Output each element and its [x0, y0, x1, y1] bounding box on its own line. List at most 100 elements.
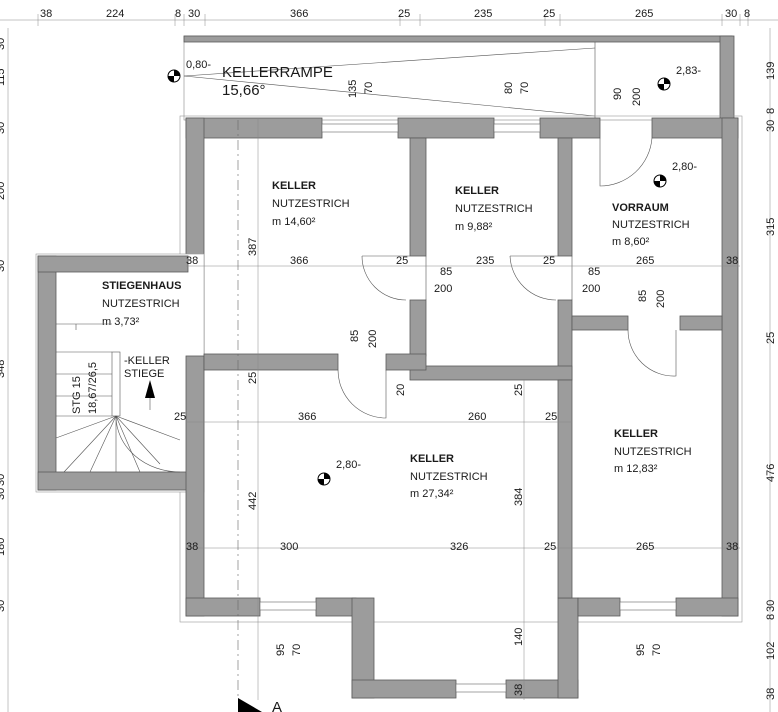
dim-text: 366: [298, 411, 316, 423]
dim-text: 235: [476, 255, 494, 267]
ramp-slope: 15,66°: [222, 82, 266, 99]
dim-text: 366: [290, 8, 308, 20]
dim-text: 200: [631, 88, 643, 106]
level-text: 0,80-: [186, 59, 211, 71]
dim-text: 8: [175, 8, 181, 20]
room-area: m 9,88²: [455, 221, 493, 233]
dim-text: 315: [765, 218, 777, 236]
room-keller-4: KELLER NUTZESTRICH m 12,83²: [614, 428, 692, 475]
dim-text: 95: [275, 644, 287, 656]
dim-text: 139: [765, 62, 777, 80]
stair-ratio: 18,67/26,5: [87, 362, 99, 414]
room-finish: NUTZESTRICH: [410, 471, 488, 483]
level-marker-icon: [317, 472, 331, 486]
dim-text: 224: [106, 8, 124, 20]
room-area: m 3,73²: [102, 316, 140, 328]
dim-text: 38: [513, 684, 525, 696]
doors: [337, 137, 677, 419]
room-name: KELLER: [410, 453, 454, 465]
dim-text: 8: [765, 108, 777, 114]
room-name: VORRAUM: [612, 202, 669, 214]
dim-text: 38: [726, 255, 738, 267]
dim-text: 25: [543, 8, 555, 20]
dim-text: 476: [765, 464, 777, 482]
room-area: m 8,60²: [612, 236, 650, 248]
dim-text: 30: [0, 600, 7, 612]
room-finish: NUTZESTRICH: [272, 198, 350, 210]
right-dimensions: 139 30 8 315 25 476 8 30 102 38: [765, 62, 777, 700]
dim-text: 38: [726, 541, 738, 553]
top-dimensions: 38 224 8 30 366 25 235 25 265 30 8: [40, 8, 750, 20]
keller-ramp: KELLERRAMPE 15,66° 0,80- 2,83- 135 70 80…: [167, 35, 735, 121]
room-finish: NUTZESTRICH: [455, 203, 533, 215]
room-area: m 12,83²: [614, 463, 658, 475]
walls: [35, 115, 743, 699]
dim-text: 38: [765, 688, 777, 700]
room-name: STIEGENHAUS: [102, 280, 181, 292]
dim-text: 8: [765, 614, 777, 620]
dim-text: 80: [503, 82, 515, 94]
dim-text: 366: [290, 255, 308, 267]
vertical-dimensions: 387 85 200 25 20 25 442 384 140 38 85 20…: [247, 238, 667, 696]
dim-text: 30: [0, 38, 7, 50]
dim-text: 384: [513, 488, 525, 506]
ramp-label: KELLERRAMPE: [222, 64, 333, 81]
dim-text: 30: [0, 122, 7, 134]
dim-text: 70: [651, 644, 663, 656]
room-stiegenhaus: STIEGENHAUS NUTZESTRICH m 3,73²: [102, 280, 181, 328]
level-text: 2,83-: [676, 65, 701, 77]
section-marker-icon: [238, 698, 262, 712]
dim-text: 200: [0, 182, 7, 200]
dim-text: 85: [588, 266, 600, 278]
room-finish: NUTZESTRICH: [614, 446, 692, 458]
dim-text: 200: [434, 283, 452, 295]
room-name: KELLER: [614, 428, 658, 440]
dim-text: 25: [174, 411, 186, 423]
room-keller-3: KELLER NUTZESTRICH m 27,34² 2,80-: [317, 453, 488, 500]
stair-steps: STG 15: [71, 376, 83, 414]
room-name: KELLER: [455, 185, 499, 197]
dim-text: 70: [363, 82, 375, 94]
dim-text: 38: [186, 255, 198, 267]
dim-text: 70: [519, 82, 531, 94]
dim-text: 387: [247, 238, 259, 256]
section-label: A: [272, 699, 282, 712]
level-marker-icon: [167, 69, 181, 83]
dimension-lines: [0, 14, 778, 712]
dim-text: 30: [765, 600, 777, 612]
room-keller-1: KELLER NUTZESTRICH m 14,60²: [272, 180, 350, 228]
dim-text: 25: [247, 372, 259, 384]
windows: [259, 123, 677, 693]
dim-text: 25: [396, 255, 408, 267]
room-keller-2: KELLER NUTZESTRICH m 9,88²: [455, 185, 533, 233]
dim-text: 265: [636, 255, 654, 267]
dim-text: 300: [280, 541, 298, 553]
left-dimensions: 30 115 30 200 30 348 30 30 180 30: [0, 38, 7, 612]
room-area: m 14,60²: [272, 216, 316, 228]
dim-text: 102: [765, 642, 777, 660]
dim-text: 85: [349, 330, 361, 342]
dim-text: 38: [40, 8, 52, 20]
dim-text: 38: [186, 541, 198, 553]
dim-text: 30: [0, 474, 7, 486]
level-marker-icon: [653, 174, 667, 188]
staircase: STG 15 18,67/26,5 -KELLER STIEGE: [55, 323, 181, 473]
dim-text: 30: [765, 120, 777, 132]
dim-text: 200: [367, 330, 379, 348]
room-finish: NUTZESTRICH: [102, 298, 180, 310]
room-area: m 27,34²: [410, 488, 454, 500]
stair-arrow-icon: [145, 380, 155, 398]
dim-text: 30: [0, 488, 7, 500]
dim-text: 25: [765, 332, 777, 344]
dim-text: 140: [513, 628, 525, 646]
dim-text: 25: [545, 411, 557, 423]
dim-text: 95: [635, 644, 647, 656]
stair-label: STIEGE: [124, 368, 164, 380]
dim-text: 326: [450, 541, 468, 553]
room-vorraum: VORRAUM NUTZESTRICH m 8,60² 2,80-: [612, 161, 697, 248]
room-finish: NUTZESTRICH: [612, 219, 690, 231]
dim-text: 180: [0, 538, 7, 556]
dim-text: 30: [188, 8, 200, 20]
dim-text: 90: [612, 88, 624, 100]
stair-label: -KELLER: [124, 355, 170, 367]
